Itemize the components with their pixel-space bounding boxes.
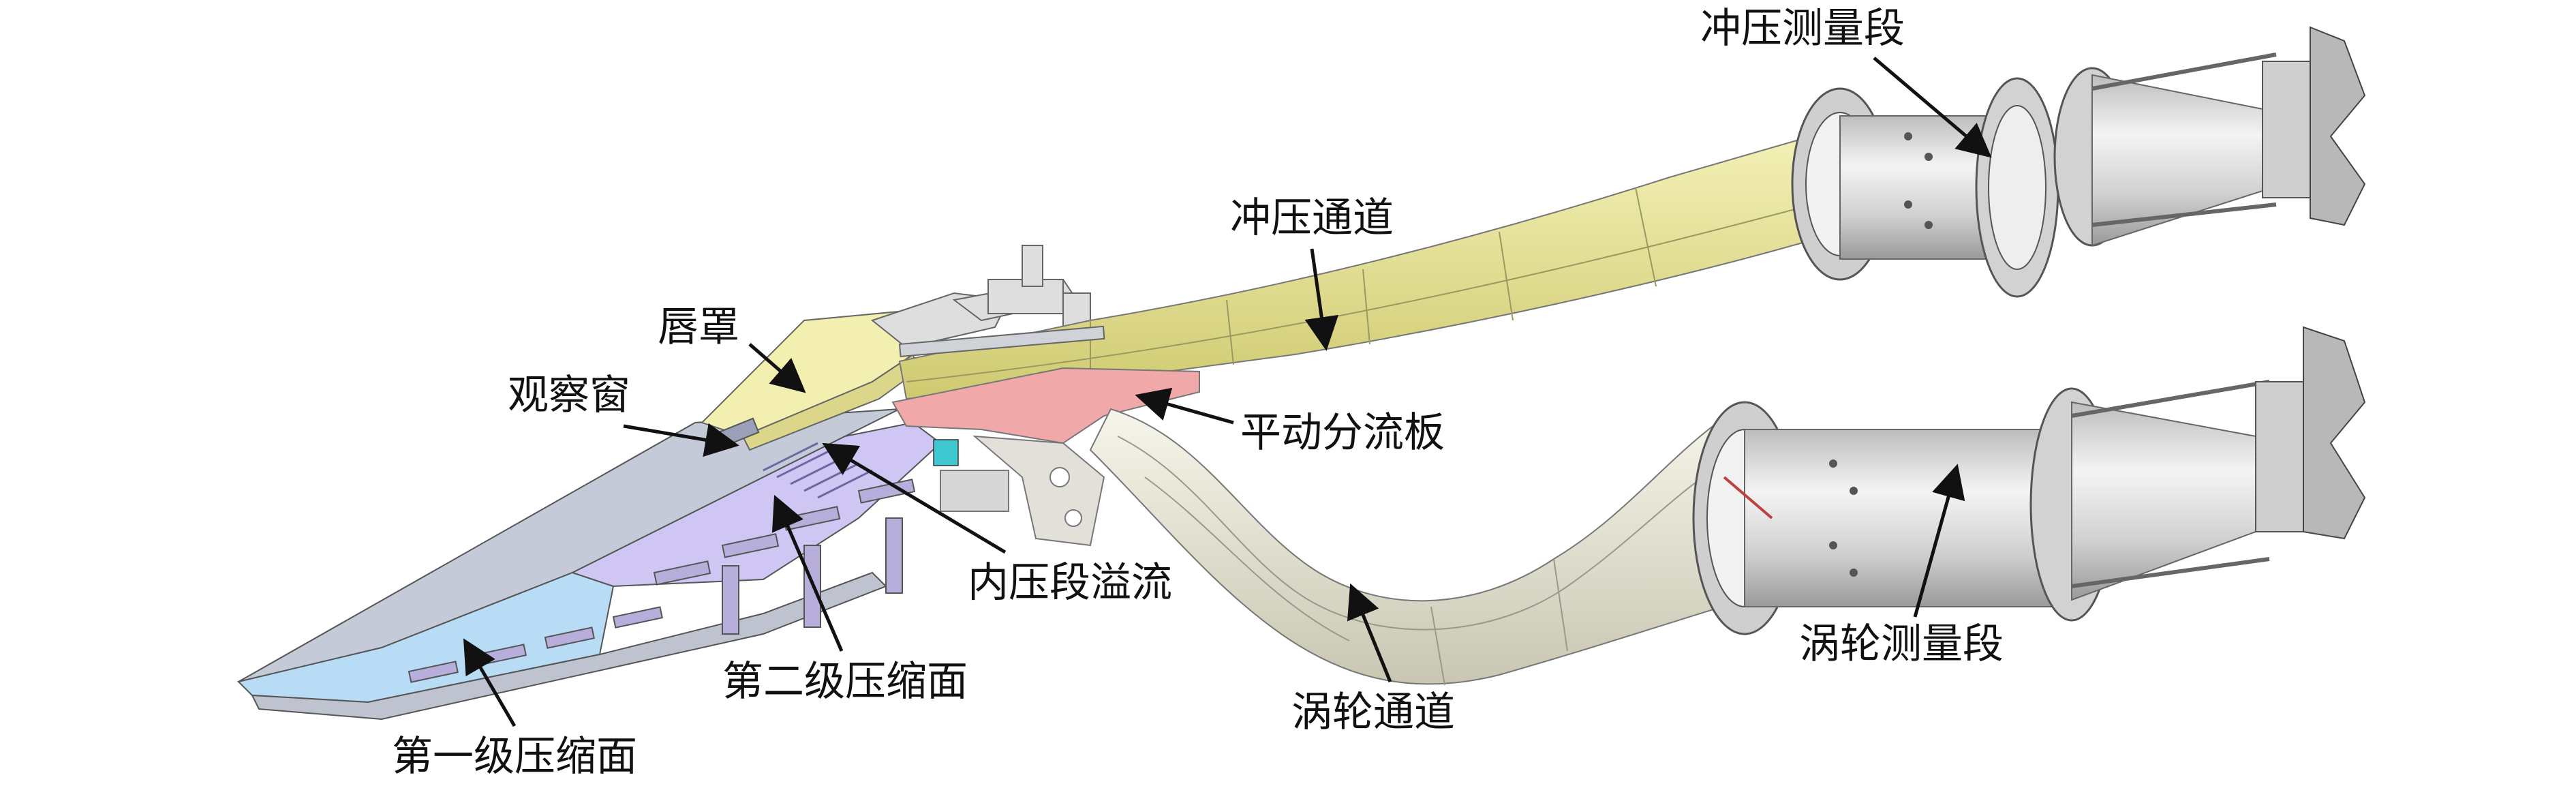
arrow-observation-window xyxy=(623,423,739,457)
ram-measurement-assembly xyxy=(1791,26,2366,298)
arrow-internal-compression-bleed xyxy=(822,442,1007,554)
label-lip-cowl: 唇罩 xyxy=(658,303,739,351)
label-first-ramp: 第一级压缩面 xyxy=(392,733,637,781)
label-ram-measurement-section: 冲压测量段 xyxy=(1700,5,1905,52)
forebody xyxy=(237,408,942,721)
label-translating-splitter: 平动分流板 xyxy=(1240,409,1445,457)
turbine-measurement-assembly xyxy=(1692,326,2366,635)
arrow-first-ramp xyxy=(463,638,517,727)
arrow-second-ramp xyxy=(771,494,844,652)
turbine-channel-seams xyxy=(1117,436,1725,686)
label-second-ramp: 第二级压缩面 xyxy=(722,658,968,706)
arrow-translating-splitter xyxy=(1135,387,1234,425)
label-turbine-measurement-section: 涡轮测量段 xyxy=(1799,620,2004,668)
arrow-ram-measurement-section xyxy=(1873,57,1992,158)
label-internal-compression-bleed: 内压段溢流 xyxy=(968,559,1172,607)
lower-bracket xyxy=(940,435,1105,547)
channel-rail xyxy=(898,325,1105,358)
arrow-ram-channel xyxy=(1304,248,1339,351)
cyan-fitting-lower xyxy=(933,439,959,466)
label-ram-channel: 冲压通道 xyxy=(1230,194,1394,242)
arrow-turbine-channel xyxy=(1347,583,1392,682)
forebody-underside xyxy=(251,571,887,721)
label-turbine-channel: 涡轮通道 xyxy=(1291,689,1455,736)
callouts: 冲压测量段 冲压通道 唇罩 观察窗 平动分流板 内压段溢流 第二级压缩面 第一级… xyxy=(392,5,2004,781)
arrow-lip-cowl xyxy=(748,343,806,393)
label-observation-window: 观察窗 xyxy=(508,372,630,419)
arrow-turbine-measurement-section xyxy=(1913,464,1965,618)
translating-splitter-plate xyxy=(891,367,1200,444)
